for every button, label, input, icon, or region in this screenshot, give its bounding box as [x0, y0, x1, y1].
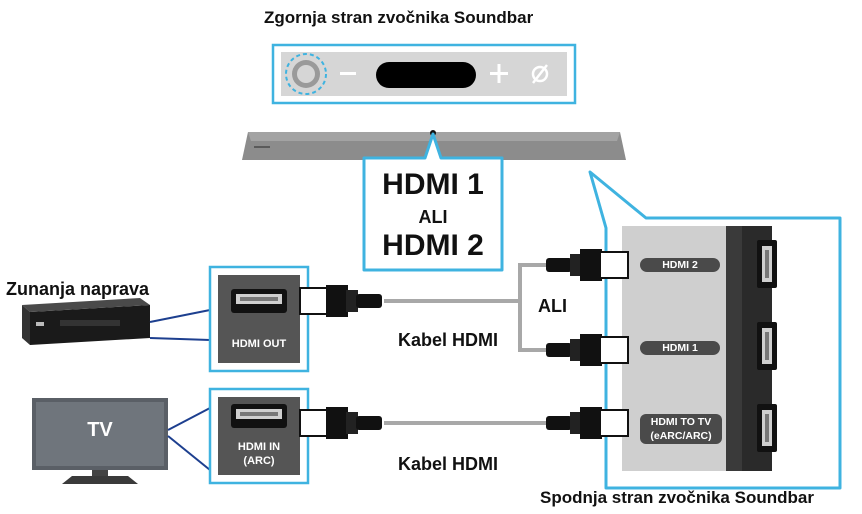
tv-callout-line: [167, 407, 211, 431]
soundbar-hdmi-tv-jack-icon: [757, 404, 777, 452]
device-port-label: HDMI OUT: [231, 338, 287, 350]
callout-hdmi1: HDMI 1: [382, 168, 484, 201]
bottom-caption: Spodnja stran zvočnika Soundbar: [540, 488, 814, 507]
external-device-icon: [22, 298, 150, 345]
external-device-label: Zunanja naprava: [6, 279, 150, 299]
tv-port-box: [208, 387, 310, 485]
display-bar: [376, 62, 476, 88]
tv-port-label-line1: HDMI IN: [237, 441, 281, 453]
device-port-box: [208, 265, 310, 373]
cable-label-bottom: Kabel HDMI: [398, 454, 499, 474]
soundbar-top-panel: [271, 43, 577, 105]
hdmi-plug-device-icon: [299, 285, 382, 317]
device-callout-line-2: [149, 337, 211, 341]
tv-icon: [32, 398, 168, 484]
callout-hdmi2: HDMI 2: [382, 229, 484, 262]
mic-off-icon: [531, 64, 549, 84]
cable-label-top: Kabel HDMI: [398, 330, 499, 350]
callout-or: ALI: [418, 207, 448, 227]
hdmi-plug-tv-icon: [299, 407, 382, 439]
soundbar-port-hdmi1-label: HDMI 1: [640, 341, 720, 355]
soundbar-port-hdmi-tv-line2: (eARC/ARC): [650, 430, 712, 442]
or-label: ALI: [538, 296, 567, 316]
tv-callout-line-2: [167, 435, 211, 471]
hdmi-plug-soundbar-hdmi1-icon: [546, 334, 629, 366]
hdmi-callout: [362, 132, 504, 272]
device-callout-line: [149, 309, 211, 323]
soundbar-port-hdmi-tv-line1: HDMI TO TV: [650, 416, 712, 428]
hdmi-plug-soundbar-hdmi2-icon: [546, 249, 629, 281]
soundbar-port-hdmi2-label: HDMI 2: [640, 258, 720, 272]
volume-minus-icon: [340, 72, 356, 75]
tv-port-label-line2: (ARC): [243, 455, 275, 467]
top-caption: Zgornja stran zvočnika Soundbar: [264, 8, 534, 27]
power-button-icon: [285, 53, 327, 95]
soundbar-hdmi2-jack-icon: [757, 240, 777, 288]
tv-label: TV: [87, 419, 113, 441]
soundbar-hdmi1-jack-icon: [757, 322, 777, 370]
soundbar-port-hdmi-tv-label: HDMI TO TV (eARC/ARC): [640, 414, 722, 444]
hdmi-plug-soundbar-tv-icon: [546, 407, 629, 439]
volume-plus-icon: [490, 64, 508, 83]
